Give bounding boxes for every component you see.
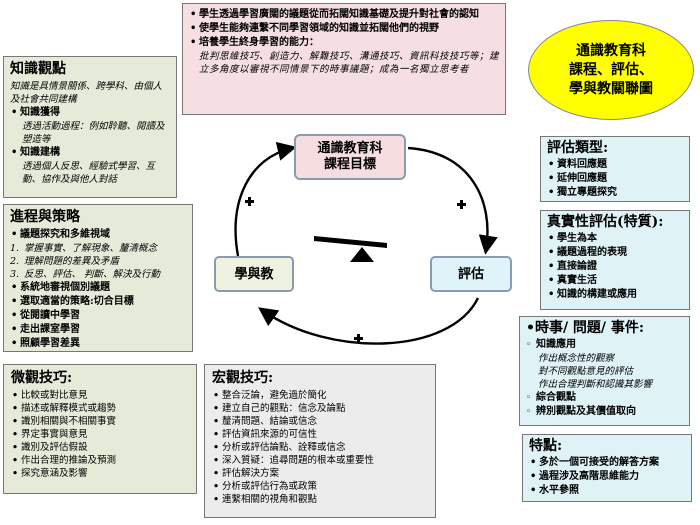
balance-icon <box>314 236 387 262</box>
main-title: 通識教育科 課程、評估、 學與教關聯圖 <box>528 20 694 120</box>
plus-icon <box>457 200 466 209</box>
main-title-line: 學與教關聯圖 <box>569 80 653 97</box>
micro-item: 界定事實與意見 <box>11 428 189 441</box>
micro-title: 微觀技巧: <box>11 370 73 386</box>
assess-type-item: 獨立專題探究 <box>547 186 683 200</box>
micro-item: 識別及評估假設 <box>11 441 189 454</box>
micro-skills-box: 微觀技巧: 比較或對比意見 描述或解釋模式或趨勢 識別相關與不相關事實 界定事實… <box>3 364 197 494</box>
micro-item: 探究意涵及影響 <box>11 467 189 480</box>
issues-detail: 作出概念性的觀察 <box>538 353 615 364</box>
arrow-assessment-to-teaching <box>258 297 480 345</box>
process-step: 反思、評估、 判斷、解決及行動 <box>10 268 186 281</box>
process-title: 進程與策略 <box>10 209 80 225</box>
micro-item: 描述或解釋模式或趨勢 <box>11 402 189 415</box>
macro-item: 分析或評估行為或政策 <box>212 480 428 493</box>
features-item: 水平參照 <box>529 484 685 498</box>
features-box: 特點: 多於一個可接受的解答方案 過程涉及高階思維能力 水平參照 <box>522 434 692 502</box>
process-point: 系統地審視個別議題 <box>10 281 186 295</box>
plus-icon <box>354 334 363 343</box>
features-item: 過程涉及高階思維能力 <box>529 470 685 484</box>
macro-item: 建立自己的觀點：信念及論點 <box>212 402 428 415</box>
arrow-curriculum-to-assessment <box>407 146 498 255</box>
knowledge-title: 知識觀點 <box>10 61 66 77</box>
macro-item: 釐清問題、結論或信念 <box>212 415 428 428</box>
knowledge-intro: 知識是具情景關係、跨學科、由個人及社會共同建構 <box>10 81 163 105</box>
issues-head: 知識應用 <box>526 338 683 352</box>
plus-icon <box>245 197 254 206</box>
macro-item: 連繫相關的視角和觀點 <box>212 493 428 506</box>
authentic-item: 學生為本 <box>547 232 683 246</box>
issues-point: 綜合觀點 <box>526 391 683 405</box>
authentic-item: 直接論證 <box>547 260 683 274</box>
goal-item: 學生透過學習廣闊的議題從而拓闊知識基礎及提升對社會的認知 <box>189 8 499 22</box>
issues-detail: 作出合理判斷和認識其影響 <box>538 379 653 390</box>
teaching-node: 學與教 <box>214 256 294 292</box>
knowledge-box: 知識觀點 知識是具情景關係、跨學科、由個人及社會共同建構 知識獲得 透過活動過程… <box>3 56 177 198</box>
assess-type-item: 資料回應題 <box>547 158 683 172</box>
process-point: 選取適當的策略:切合目標 <box>10 295 186 309</box>
knowledge-point: 知識獲得 <box>10 106 170 120</box>
assessment-types-box: 評估類型: 資料回應題 延伸回應題 獨立專題探究 <box>540 136 690 202</box>
micro-item: 比較或對比意見 <box>11 389 189 402</box>
authentic-assessment-box: 真實性評估(特質): 學生為本 議題過程的表現 直接論證 真實生活 知識的構建或… <box>540 210 690 310</box>
process-point: 照顧學習差異 <box>10 337 186 351</box>
process-point: 走出課室學習 <box>10 323 186 337</box>
knowledge-point: 知識建構 <box>10 146 170 160</box>
knowledge-detail: 透過個人反思、經驗式學習、互動、協作及與他人對話 <box>22 161 156 185</box>
assessment-node: 評估 <box>430 256 512 292</box>
macro-title: 宏觀技巧: <box>212 370 274 386</box>
goal-item: 培養學生終身學習的能力： <box>189 36 499 50</box>
knowledge-detail: 透過活動過程：例如聆聽、閱讀及塑造等 <box>22 121 165 145</box>
authentic-item: 知識的構建或應用 <box>547 288 683 302</box>
process-box: 進程與策略 議題探究和多維視域 掌握事實、了解現象、釐清概念 理解問題的差異及矛… <box>3 204 193 352</box>
authentic-item: 議題過程的表現 <box>547 246 683 260</box>
authentic-item: 真實生活 <box>547 274 683 288</box>
curriculum-line: 課程目標 <box>323 157 376 172</box>
assessment-label: 評估 <box>457 266 484 282</box>
arrow-teaching-to-curriculum <box>234 142 297 257</box>
micro-item: 作出合理的推論及預測 <box>11 454 189 467</box>
curriculum-line: 通識教育科 <box>317 141 383 156</box>
features-item: 多於一個可接受的解答方案 <box>529 456 685 470</box>
macro-item: 深入質疑：追尋問題的根本或重要性 <box>212 454 428 467</box>
macro-item: 分析或評估論點、詮釋或信念 <box>212 441 428 454</box>
process-lead: 議題探究和多維視域 <box>10 228 186 242</box>
curriculum-node: 通識教育科 課程目標 <box>294 134 406 180</box>
issues-title: •時事/ 問題/ 事件: <box>526 320 645 336</box>
macro-item: 整合泛論，避免過於簡化 <box>212 389 428 402</box>
macro-item: 評估資訊來源的可信性 <box>212 428 428 441</box>
features-title: 特點: <box>529 438 563 454</box>
main-title-line: 課程、評估、 <box>569 61 653 78</box>
macro-skills-box: 宏觀技巧: 整合泛論，避免過於簡化 建立自己的觀點：信念及論點 釐清問題、結論或… <box>204 364 436 518</box>
process-step: 理解問題的差異及矛盾 <box>10 255 186 268</box>
authentic-title: 真實性評估(特質): <box>547 214 664 230</box>
process-step: 掌握事實、了解現象、釐清概念 <box>10 242 186 255</box>
main-title-line: 通識教育科 <box>576 42 646 59</box>
issues-point: 辨別觀點及其價值取向 <box>526 405 683 419</box>
micro-item: 識別相關與不相關事實 <box>11 415 189 428</box>
teaching-label: 學與教 <box>234 266 274 282</box>
process-point: 從閱讀中學習 <box>10 309 186 323</box>
macro-item: 評估解決方案 <box>212 467 428 480</box>
issues-detail: 對不同觀點意見的評估 <box>538 366 634 377</box>
assess-type-item: 延伸回應題 <box>547 172 683 186</box>
goal-item: 使學生能夠連繫不同學習領域的知識並拓闊他們的視野 <box>189 22 499 36</box>
issues-box: •時事/ 問題/ 事件: 知識應用 作出概念性的觀察 對不同觀點意見的評估 作出… <box>519 316 690 426</box>
assess-types-title: 評估類型: <box>547 140 609 156</box>
goal-detail: 批判思維技巧、創造力、解難技巧、溝通技巧、資訊科技技巧等；建立多角度以審視不同情… <box>199 51 500 75</box>
goals-box: 學生透過學習廣闊的議題從而拓闊知識基礎及提升對社會的認知 使學生能夠連繫不同學習… <box>182 3 506 115</box>
